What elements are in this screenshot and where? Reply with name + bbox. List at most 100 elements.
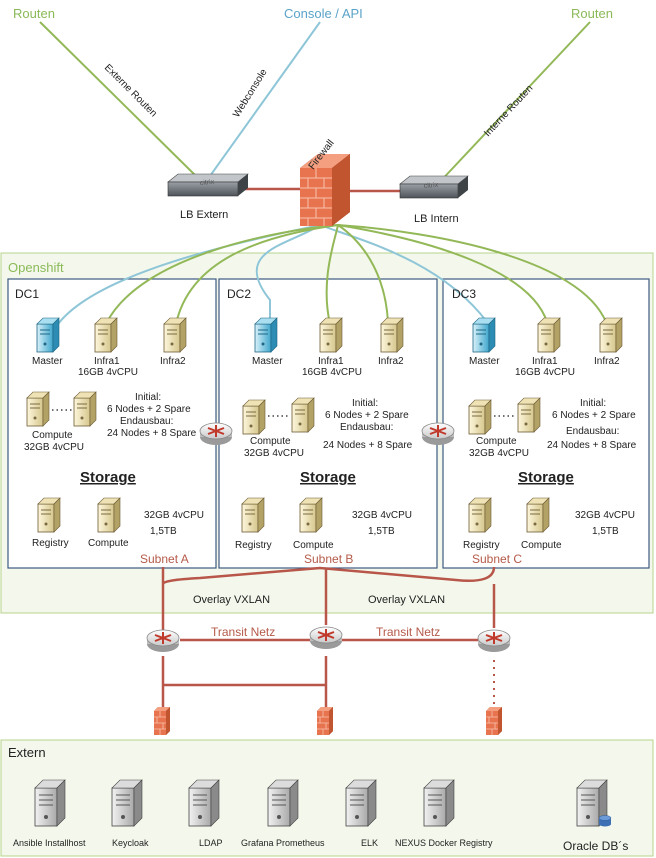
dc1-registry-icon [37,497,61,533]
oracle-db-icon [576,779,612,827]
externe-routen-line [39,21,199,179]
dc3-infra1-label: Infra1 [532,356,558,367]
dc1-storage-compute-label: Compute [88,538,129,549]
dc3-initial-nodes: 6 Nodes + 2 Spare [552,410,636,421]
ansible-label: Ansible Installhost [13,838,86,848]
dc3-compute-label: Compute [476,436,517,447]
dc3-subnet-label: Subnet C [472,552,522,566]
webconsole-label: Webconsole [231,67,270,120]
nexus-server-icon [423,779,455,827]
dc3-infra2-icon [599,317,623,353]
dc3-endausbau-nodes: 24 Nodes + 8 Spare [547,440,637,451]
transit-router-3-icon [477,629,511,653]
grafana-server-icon [267,779,299,827]
dc1-infra2-label: Infra2 [160,356,186,367]
dc3-compute-icon-a [468,399,492,435]
dc2-infra2-icon [380,317,404,353]
dc2-subnet-label: Subnet B [304,552,353,566]
nexus-label: NEXUS Docker Registry [395,838,493,848]
routen-right-label: Routen [571,6,613,21]
dc3-infra1-spec: 16GB 4vCPU [515,367,575,378]
dc1-infra1-spec: 16GB 4vCPU [78,367,138,378]
dc2-compute-icon-a [242,399,266,435]
dc1-registry-label: Registry [32,538,69,549]
dc2-compute-spec: 32GB 4vCPU [244,448,304,459]
dc3-title: DC3 [452,287,476,301]
dc3-master-label: Master [469,356,500,367]
dc1-compute-icon-a [26,391,50,427]
dc3-compute-icon-b [517,397,541,433]
dc1-infra1-icon [94,317,118,353]
dc2-storage-compute-label: Compute [293,540,334,551]
lb-extern-appliance: citrix [167,173,249,197]
grafana-label: Grafana Prometheus [241,838,325,848]
dc2-compute-label: Compute [250,436,291,447]
dc1-master-icon [36,317,60,353]
interne-routen-label: Interne Routen [482,83,535,139]
elk-label: ELK [361,838,378,848]
lb-extern-label: LB Extern [180,209,228,221]
svg-text:citrix: citrix [200,179,215,187]
dc1-initial: Initial: [135,392,161,403]
firewall-2-icon [316,706,334,736]
dc2-master-icon [254,317,278,353]
lb-firewall-link [240,187,404,193]
dc3-storage-size: 1,5TB [592,526,619,537]
console-api-label: Console / API [284,6,363,21]
dc2-storage-size: 1,5TB [368,526,395,537]
dc3-registry-icon [468,497,492,533]
transit-left-label: Transit Netz [211,625,275,639]
elk-server-icon [345,779,377,827]
keycloak-server-icon [111,779,143,827]
oracle-label: Oracle DB´s [563,839,628,853]
dc3-storage-compute-label: Compute [521,540,562,551]
dc3-storage-compute-icon [526,497,550,533]
openshift-title: Openshift [8,260,64,275]
transit-router-2-icon [309,626,343,650]
main-firewall-icon [300,154,350,226]
dc2-compute-icon-b [291,397,315,433]
dc1-storage-spec: 32GB 4vCPU [144,510,204,521]
firewall-1-icon [153,706,171,736]
dc3-compute-spec: 32GB 4vCPU [469,448,529,459]
dc2-infra1-icon [319,317,343,353]
svg-text:citrix: citrix [424,182,439,190]
dc1-compute-spec: 32GB 4vCPU [24,442,84,453]
dc1-infra2-icon [163,317,187,353]
dc2-storage-spec: 32GB 4vCPU [352,510,412,521]
lb-intern-label: LB Intern [414,213,459,225]
dc3-infra1-icon [537,317,561,353]
dc3-initial: Initial: [580,398,606,409]
dc2-title: DC2 [227,287,251,301]
dc2-storage-compute-icon [299,497,323,533]
router-dc1-dc2-icon [199,422,233,446]
extern-title: Extern [8,745,46,760]
dc2-initial-nodes: 6 Nodes + 2 Spare [325,410,409,421]
transit-right-label: Transit Netz [376,625,440,639]
dc3-master-icon [472,317,496,353]
dc1-storage-size: 1,5TB [150,526,177,537]
dc2-infra1-label: Infra1 [318,356,344,367]
dc2-endausbau: Endausbau: [340,422,393,433]
dc1-storage-compute-icon [97,497,121,533]
dc2-storage-title: Storage [300,469,356,486]
dc2-endausbau-nodes: 24 Nodes + 8 Spare [323,440,413,451]
dc1-infra1-label: Infra1 [94,356,120,367]
routen-left-label: Routen [13,6,55,21]
dc1-compute-label: Compute [32,430,73,441]
infra-links [105,224,607,325]
dc1-master-label: Master [32,356,63,367]
dc3-storage-spec: 32GB 4vCPU [575,510,635,521]
dc1-subnet-label: Subnet A [140,552,189,566]
dc1-endausbau-nodes: 24 Nodes + 8 Spare [107,428,197,439]
router-dc2-dc3-icon [421,422,455,446]
overlay-right-label: Overlay VXLAN [368,594,445,606]
firewall-3-icon [485,706,503,736]
dc2-registry-label: Registry [235,540,272,551]
overlay-left-label: Overlay VXLAN [193,594,270,606]
dc2-registry-icon [241,497,265,533]
ldap-server-icon [188,779,220,827]
webconsole-line [209,21,321,177]
ldap-label: LDAP [199,838,223,848]
